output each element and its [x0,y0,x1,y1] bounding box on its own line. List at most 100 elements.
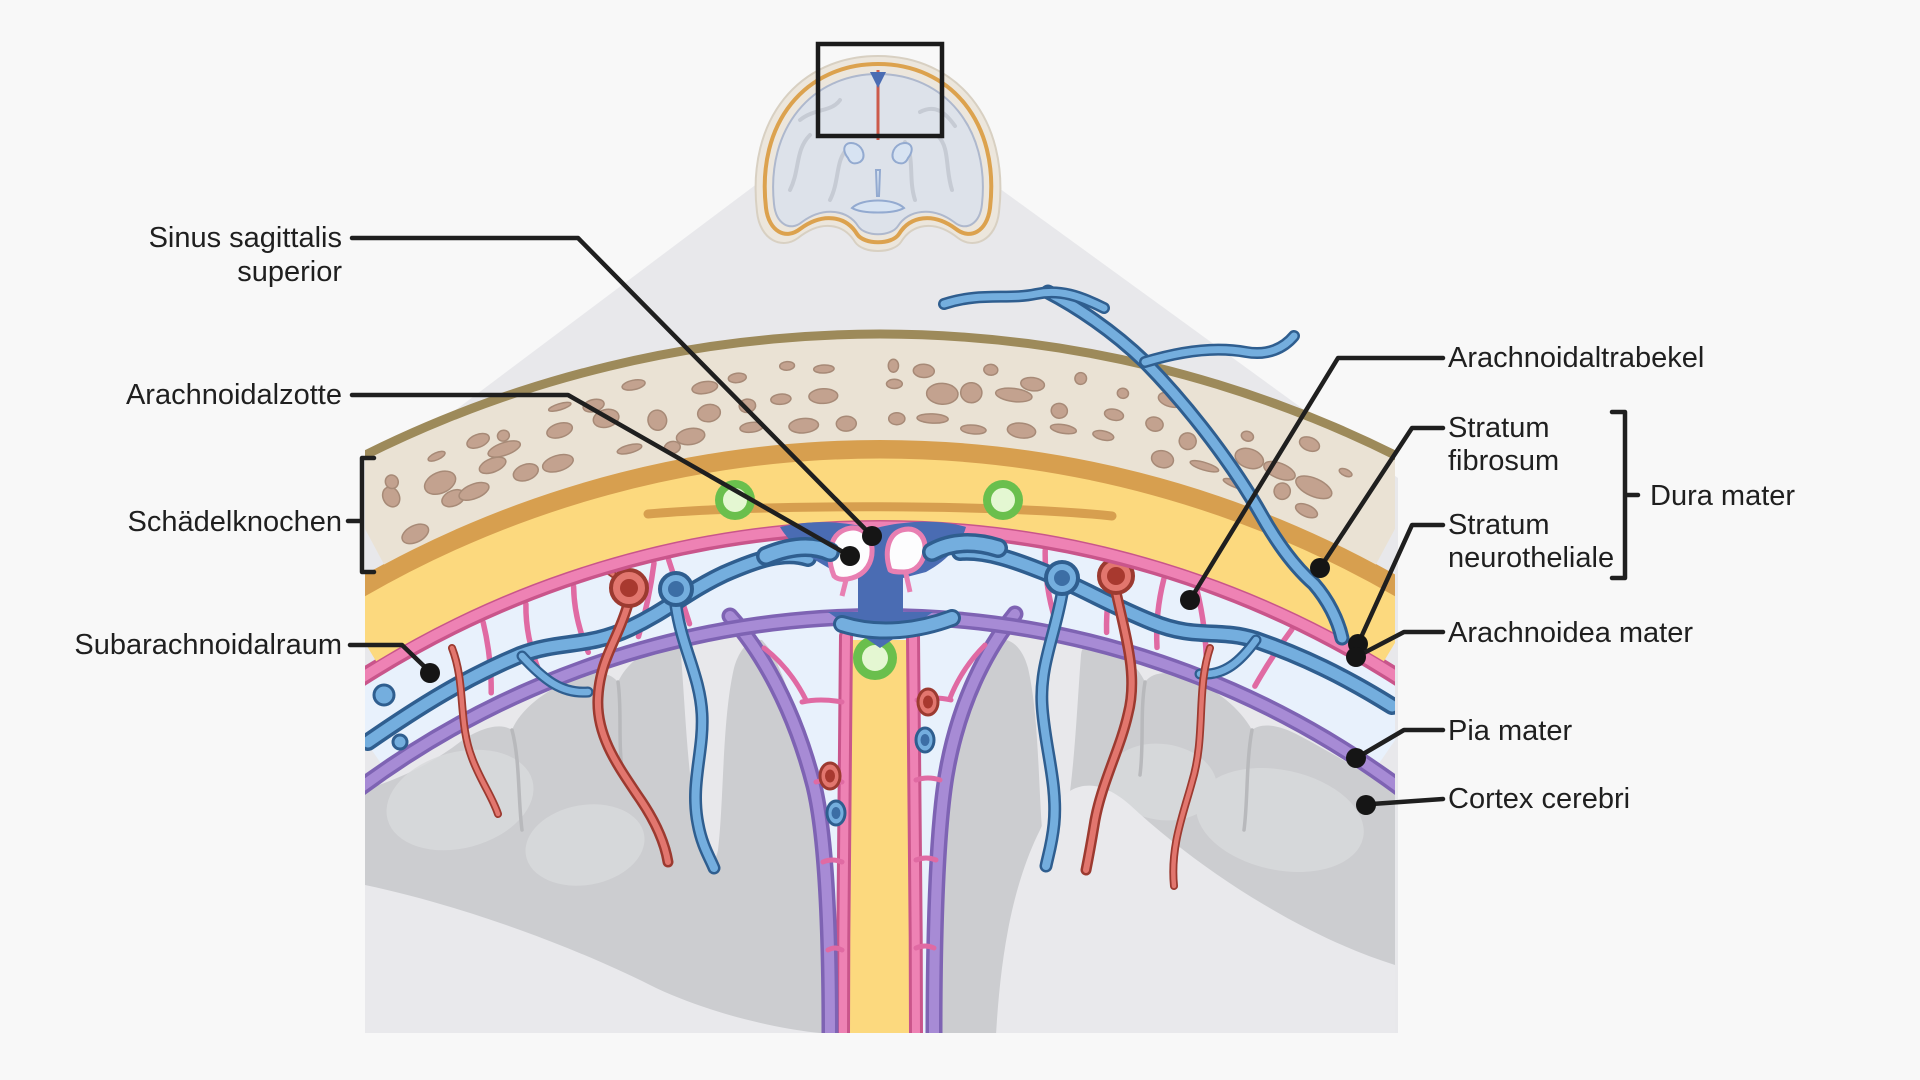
dot-arachnoidea-mater [1346,647,1366,667]
inset-brain [772,72,984,236]
label-schaedelknochen: Schädelknochen [128,506,342,538]
leader-subarachnoidalraum [347,642,431,673]
bone-spot [983,363,999,376]
dot-cortex-cerebri [1356,795,1376,815]
bone-spot [1074,371,1088,386]
bone-spot [1295,475,1333,500]
bone-spot [546,421,574,439]
bone-spot [959,381,983,404]
main-illustration [365,284,1395,1033]
leader-cortex-cerebri [1369,796,1446,807]
bone-spot [487,440,522,458]
label-stratum-fibrosum-line2: fibrosum [1448,445,1559,477]
brain-inset [754,41,1002,252]
bone-spot [1020,376,1046,392]
label-arachnoidalzotte: Arachnoidalzotte [126,379,342,411]
bone-spot [496,429,511,442]
bone-spot [925,382,959,405]
bone-spot [1150,449,1175,469]
label-pia-mater: Pia mater [1448,715,1572,747]
bone-spot [541,453,574,473]
label-dura-mater: Dura mater [1650,480,1795,512]
bone-spot [1273,482,1292,501]
falx-green-ring [853,636,897,680]
labels: Sinus sagittalis superior Arachnoidalzot… [74,222,1795,815]
dura-stratum-neurotheliale-layer [365,439,1395,597]
bone-spot [384,474,400,490]
bone-spot [887,358,900,373]
label-sinus-sagittalis-line2: superior [237,256,342,288]
bone-spot [466,432,490,449]
leader-stratum-fibrosum [1317,425,1446,571]
bone-spot [427,450,446,462]
bone-spot [1092,429,1115,442]
dura-green-rings [715,480,1023,520]
dura-stratum-fibrosum-layer [365,458,1395,662]
leader-pia-mater [1355,727,1446,760]
bone-spot [512,463,540,482]
bracket-dura-mater [1609,409,1641,581]
bone-spot [1338,467,1353,478]
leader-lines [345,235,1641,815]
bone-spot [994,387,1033,403]
falx-vessel-sections [818,687,940,827]
bone-spot [691,380,719,395]
bone-spot [675,427,706,446]
bone-spot [616,443,643,455]
leader-arachnoidea-mater [1355,629,1446,659]
label-sinus-sagittalis-line1: Sinus sagittalis [149,222,342,254]
bone-spot [458,481,490,502]
arachnoid-trabecula [1252,626,1295,689]
bone-spot [647,409,668,432]
bone-spot [1006,422,1037,439]
label-cortex-cerebri: Cortex cerebri [1448,783,1630,815]
bone-spot [770,393,792,406]
bone-spot [835,415,858,432]
bone-spot [423,470,457,496]
arachnoid-trabecula [1153,576,1167,651]
bone-spot [621,378,646,391]
dot-sinus-sagittalis [862,526,882,546]
penetrating-vessels [556,541,1202,876]
falx-arachnoid-borders [836,629,923,1033]
inset-sinus-triangle [870,72,886,88]
cortex-fade-right [996,785,1395,1033]
leader-arachnoidaltrabekel [1187,355,1446,603]
bone-spot [912,363,936,379]
bone-spot [812,364,835,374]
label-stratum-neurotheliale-line2: neurotheliale [1448,542,1614,574]
bone-spot [1298,436,1321,453]
dot-arachnoidalzotte [840,546,860,566]
label-subarachnoidalraum: Subarachnoidalraum [74,629,342,661]
label-stratum-fibrosum-line1: Stratum [1448,412,1550,444]
sas-arteries-thin [448,644,1214,890]
dura-split-line [643,502,1117,521]
leader-arachnoidalzotte [349,392,853,559]
bone-spot [1240,430,1255,442]
dot-arachnoidaltrabekel [1180,590,1200,610]
bracket-schaedelknochen [345,455,377,575]
dot-pia-mater [1346,748,1366,768]
leader-stratum-neurotheliale [1355,522,1446,647]
bone-spot [401,523,430,545]
bone-spot [381,486,401,508]
sinus-entry-veins [756,533,1008,640]
inset-ventricles [843,142,913,214]
arachnoidea-layer [365,521,1395,682]
bone-spot [808,388,839,405]
label-arachnoidaltrabekel: Arachnoidaltrabekel [1448,342,1704,374]
emissary-vein [938,284,1350,646]
dot-subarachnoidalraum [420,663,440,683]
inset-meninges-ring [762,61,994,245]
label-arachnoidea-mater: Arachnoidea mater [1448,617,1693,649]
bone-spot [1234,447,1265,470]
inset-zoom-box [815,41,945,139]
bone-spot [727,372,747,384]
bone-spot [1294,502,1319,519]
bone-spot [885,378,904,390]
vessel-bulbs [372,557,1135,751]
bone-spot [1178,432,1197,451]
falx-cerebri [843,640,917,1033]
